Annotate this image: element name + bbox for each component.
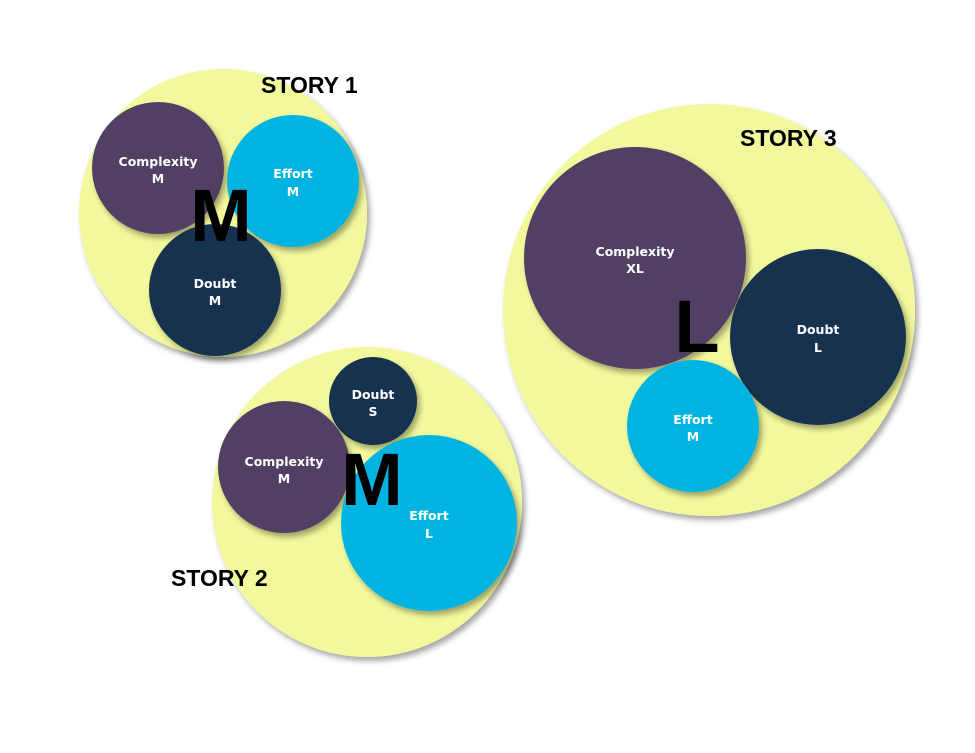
story-1-complexity-size: M <box>152 171 164 186</box>
story-2-doubt-circle <box>329 357 417 445</box>
story-1-complexity-circle <box>92 102 224 234</box>
story-1-title: STORY 1 <box>261 72 358 98</box>
story-1-doubt-size: M <box>209 293 221 308</box>
story-1-effort-size: M <box>287 184 299 199</box>
story-2-size-letter: M <box>341 438 403 521</box>
story-3-complexity-circle <box>524 147 746 369</box>
story-3-effort-circle <box>627 360 759 492</box>
story-1-group: Complexity M Effort M Doubt M M STORY 1 <box>79 69 367 357</box>
story-2-doubt-size: S <box>368 404 377 419</box>
story-3-doubt-label: Doubt <box>797 322 840 337</box>
story-3-title: STORY 3 <box>740 125 837 151</box>
story-2-effort-size: L <box>425 526 433 541</box>
story-1-doubt-circle <box>149 224 281 356</box>
story-2-group: Doubt S Complexity M Effort L M STORY 2 <box>171 347 522 657</box>
story-2-complexity-label: Complexity <box>245 454 324 469</box>
story-1-size-letter: M <box>190 174 252 257</box>
story-3-complexity-size: XL <box>626 261 644 276</box>
story-3-group: Complexity XL Doubt L Effort M L STORY 3 <box>503 104 915 516</box>
story-3-doubt-size: L <box>814 340 822 355</box>
story-1-effort-label: Effort <box>273 166 312 181</box>
story-3-effort-label: Effort <box>673 412 712 427</box>
story-1-doubt-label: Doubt <box>194 276 237 291</box>
story-3-size-letter: L <box>674 285 719 368</box>
story-2-effort-label: Effort <box>409 508 448 523</box>
story-2-effort-circle <box>341 435 517 611</box>
story-2-doubt-label: Doubt <box>352 387 395 402</box>
story-1-effort-circle <box>227 115 359 247</box>
story-1-complexity-label: Complexity <box>119 154 198 169</box>
story-2-complexity-circle <box>218 401 350 533</box>
story-2-title: STORY 2 <box>171 565 268 591</box>
story-3-doubt-circle <box>730 249 906 425</box>
story-2-complexity-size: M <box>278 471 290 486</box>
story-3-effort-size: M <box>687 429 699 444</box>
story-3-complexity-label: Complexity <box>596 244 675 259</box>
